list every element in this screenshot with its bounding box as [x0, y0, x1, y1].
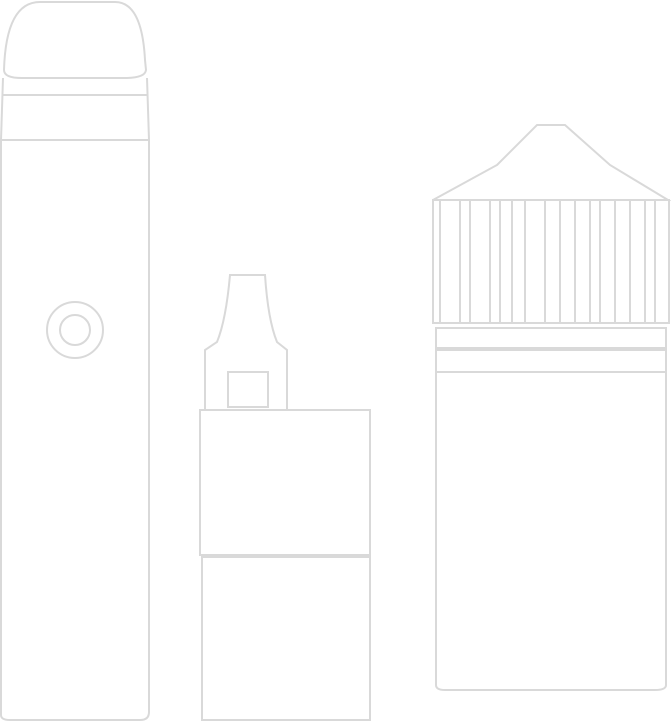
- dropper-bottle: [199, 274, 371, 721]
- thermos-logo: [46, 301, 104, 359]
- thermos-bottle: [0, 1, 150, 721]
- squeeze-bottle: [432, 124, 671, 691]
